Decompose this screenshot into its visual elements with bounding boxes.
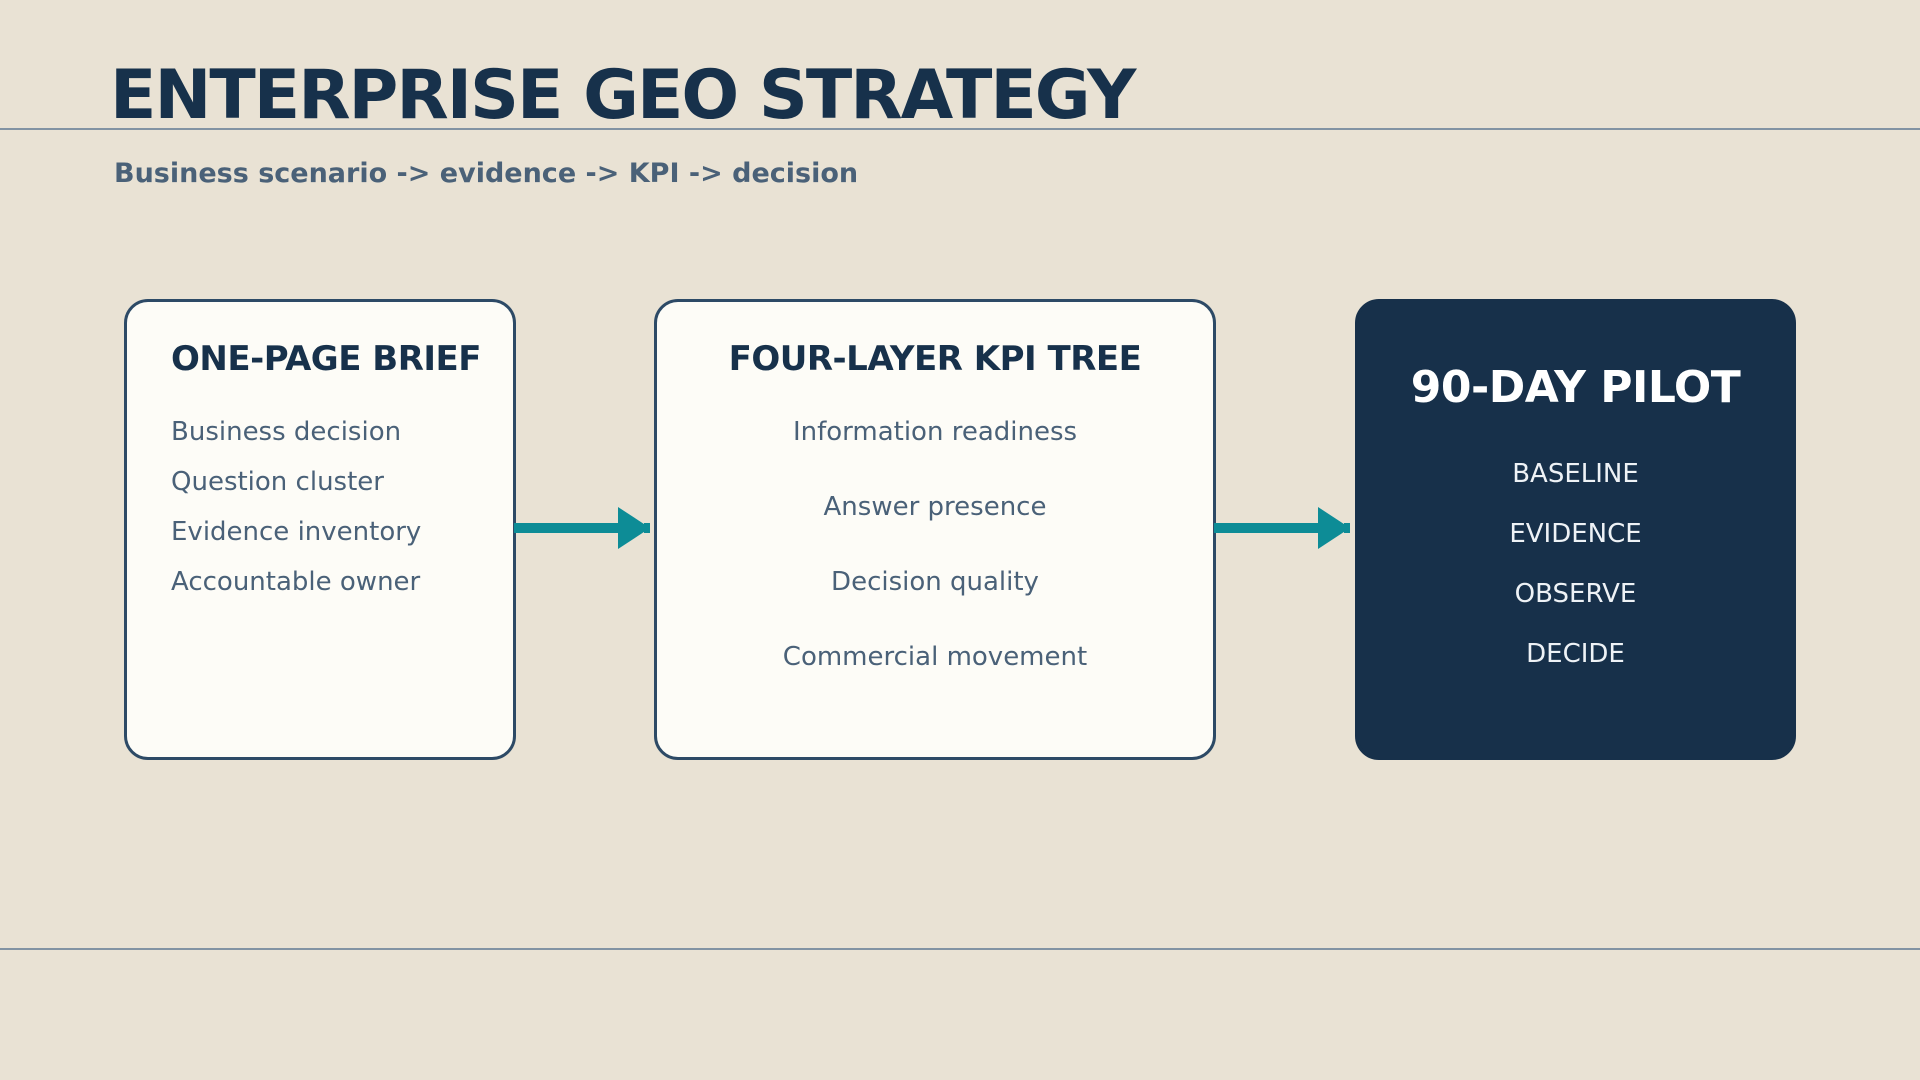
brief-item: Accountable owner [171,567,421,597]
brief-card: ONE-PAGE BRIEF Business decision Questio… [124,299,516,760]
brief-item: Evidence inventory [171,517,422,547]
kpi-tree-card-title: FOUR-LAYER KPI TREE [728,339,1142,379]
brief-item: Business decision [171,417,402,447]
footer-divider [0,948,1920,950]
kpi-layer-item: Commercial movement [782,642,1088,672]
pilot-card-title: 90-DAY PILOT [1410,362,1741,413]
kpi-tree-card: FOUR-LAYER KPI TREE Information readines… [654,299,1216,760]
kpi-layer-item: Information readiness [792,417,1078,447]
slide-title: ENTERPRISE GEO STRATEGY [110,56,1136,135]
pilot-card: 90-DAY PILOT BASELINE EVIDENCE OBSERVE D… [1355,299,1796,760]
kpi-layer-item: Decision quality [831,567,1039,597]
pilot-phase-item: DECIDE [1526,639,1625,669]
kpi-tree-list: Information readiness Answer presence De… [657,415,1213,715]
slide-subtitle: Business scenario -> evidence -> KPI -> … [114,158,859,189]
brief-card-title: ONE-PAGE BRIEF [171,339,481,379]
arrow-right-icon [514,507,650,549]
pilot-phase-list: BASELINE EVIDENCE OBSERVE DECIDE [1358,457,1793,697]
pilot-phase-item: OBSERVE [1514,579,1637,609]
brief-item: Question cluster [171,467,384,497]
title-divider [0,128,1920,130]
pilot-phase-item: BASELINE [1512,459,1639,489]
kpi-layer-item: Answer presence [823,492,1047,522]
arrow-right-icon [1214,507,1350,549]
brief-card-list: Business decision Question cluster Evide… [171,415,421,615]
pilot-phase-item: EVIDENCE [1509,519,1642,549]
